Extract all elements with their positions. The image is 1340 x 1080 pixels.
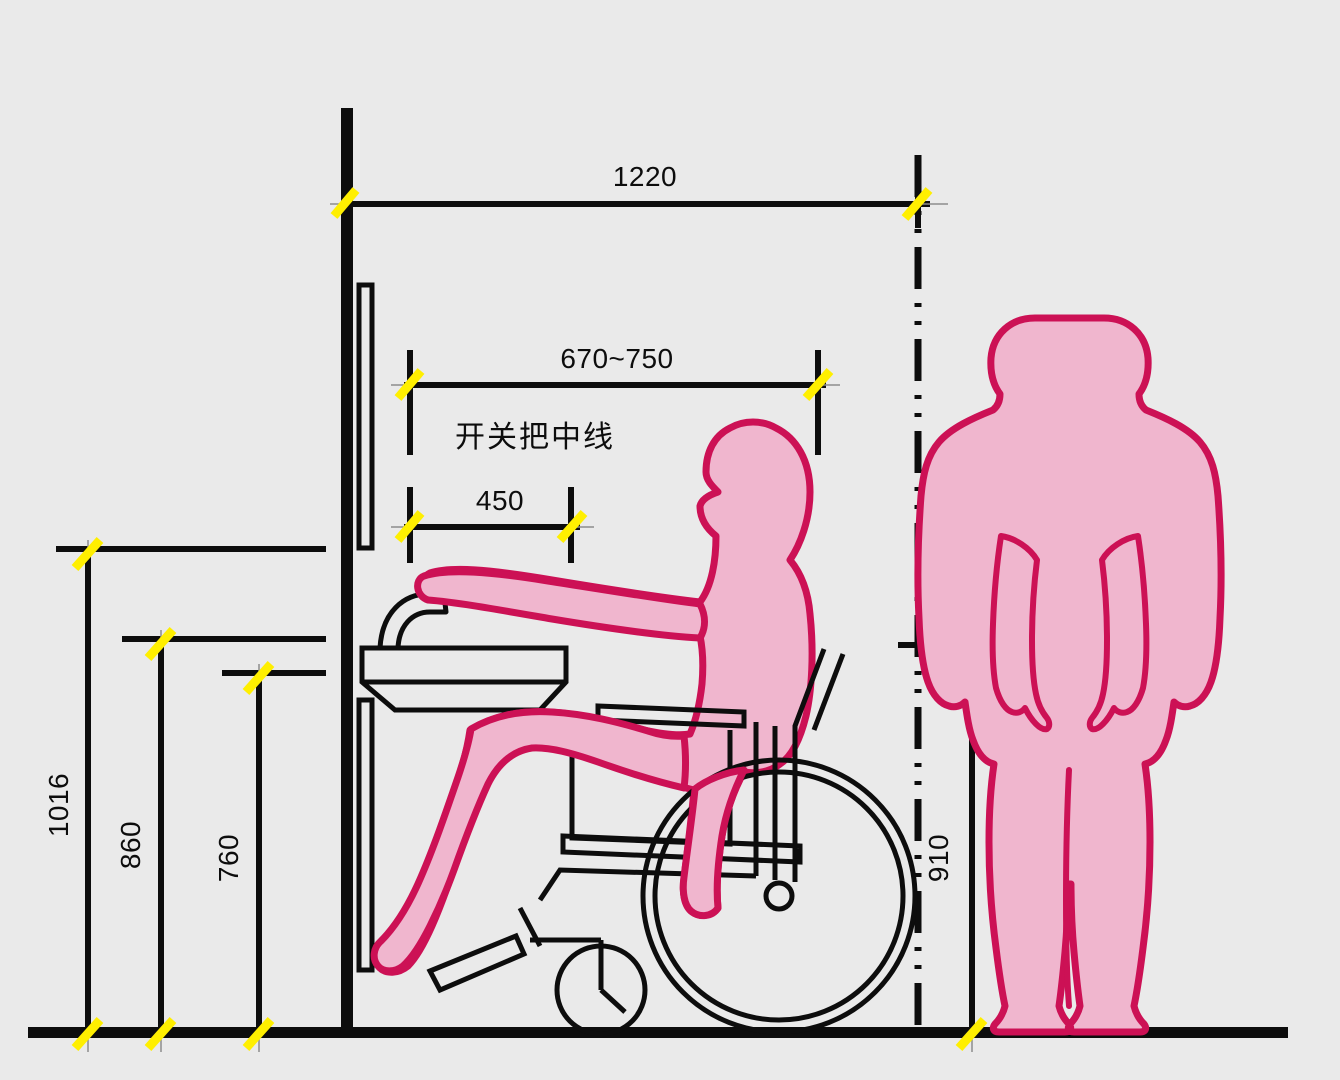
wheelchair-footplate [426, 932, 528, 994]
tick-highlight [394, 510, 425, 543]
partition-wall [341, 108, 353, 1033]
tick-highlight [144, 1017, 177, 1051]
tick-highlight [144, 627, 177, 661]
tick-highlight [330, 187, 360, 219]
tick-highlight [901, 187, 933, 221]
dimension-reach-depth: 450 [391, 485, 594, 563]
seated-user-overlay [370, 568, 748, 975]
wheelchair-hub [763, 880, 795, 912]
dimension-label-knee-clearance: 760 [213, 834, 244, 882]
tick-highlight [955, 1017, 988, 1051]
standing-person-rear-view [914, 314, 1225, 1036]
dimension-overall-width: 1220 [330, 155, 948, 228]
lower-wall-panel [356, 697, 375, 973]
manual-wheelchair [426, 648, 918, 1037]
dimension-mirror-height: 1016 [43, 537, 326, 1052]
dimension-label-mirror-height: 1016 [43, 773, 74, 837]
dimension-knee-clearance: 760 [213, 661, 326, 1052]
floor-line [28, 1027, 1288, 1038]
wheelchair-caster-wheel [554, 943, 648, 1037]
wheelchair-backrest [792, 648, 827, 882]
tick-highlight [71, 537, 104, 571]
dimension-label-person-reach-height: 910 [923, 834, 954, 882]
tick-highlight [802, 368, 834, 401]
wheelchair-drive-wheel [640, 757, 918, 1035]
dimension-label-overall-width: 1220 [613, 161, 677, 192]
tick-highlight [71, 1017, 104, 1051]
dimension-label-counter-height: 860 [115, 821, 146, 869]
lavatory-basin [359, 645, 569, 713]
tick-highlight [242, 1017, 275, 1051]
upper-wall-panel [356, 282, 375, 551]
tick-highlight [556, 510, 588, 543]
tick-highlight [394, 368, 425, 401]
dimension-counter-height: 860 [115, 627, 326, 1052]
switch-centerline-label: 开关把中线 [455, 420, 615, 455]
dimension-label-reach-depth: 450 [476, 485, 524, 516]
dimension-label-switch-range: 670~750 [560, 343, 673, 374]
dimension-switch-range: 670~750 [391, 343, 840, 455]
tick-highlight [242, 661, 275, 695]
